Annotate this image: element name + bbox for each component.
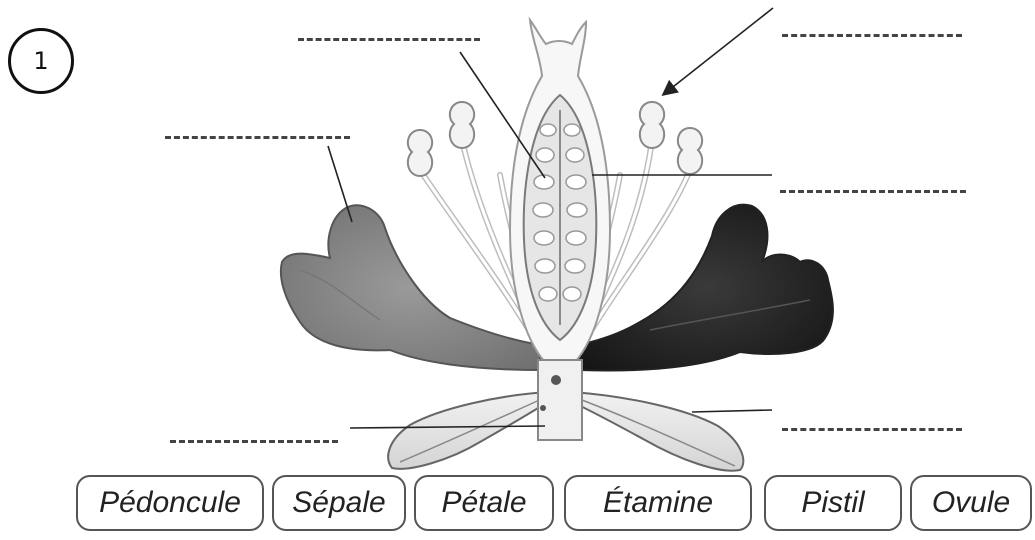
receptacle-dot [551,375,561,385]
word-chip-label: Sépale [292,486,385,520]
word-chip-etamine[interactable]: Étamine [564,475,752,531]
word-chip-label: Pédoncule [99,486,241,520]
word-chip-petale[interactable]: Pétale [414,475,554,531]
word-chip-ovule[interactable]: Ovule [910,475,1032,531]
word-chip-label: Étamine [603,486,713,520]
receptacle-dot-2 [540,405,546,411]
word-chip-pedoncule[interactable]: Pédoncule [76,475,264,531]
word-chip-label: Pétale [441,486,526,520]
word-chip-pistil[interactable]: Pistil [764,475,902,531]
word-chip-label: Ovule [932,486,1010,520]
peduncle [538,360,582,440]
word-chip-sepale[interactable]: Sépale [272,475,406,531]
word-chip-label: Pistil [801,486,864,520]
